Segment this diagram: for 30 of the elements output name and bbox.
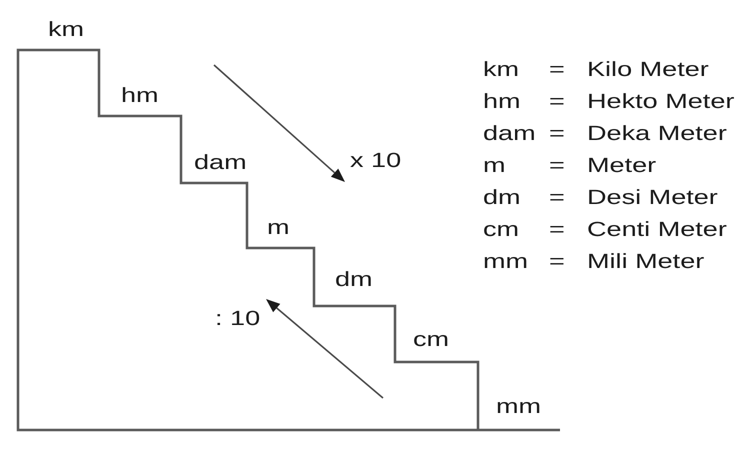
equals-sign: = [549,90,565,114]
unit-name: Centi Meter [587,218,727,242]
unit-name: Kilo Meter [587,58,709,82]
unit-abbreviation: m [483,154,506,178]
unit-abbreviation: dam [483,122,536,146]
unit-label: cm [413,328,450,352]
unit-name: Hekto Meter [587,90,734,114]
equals-sign: = [549,218,565,242]
unit-label: km [48,18,84,42]
unit-abbreviation: cm [483,218,520,242]
unit-label: m [267,216,290,240]
equals-sign: = [549,122,565,146]
unit-label: dam [194,151,247,175]
unit-abbreviation: km [483,58,520,82]
equals-sign: = [549,186,565,210]
unit-label: dm [335,268,373,292]
unit-name: Deka Meter [587,122,727,146]
unit-name: Mili Meter [587,250,704,274]
unit-abbreviation: hm [483,90,521,114]
unit-name: Meter [587,154,656,178]
conversion-factor-label: : 10 [215,307,260,331]
conversion-factor-label: x 10 [350,149,402,173]
unit-abbreviation: dm [483,186,521,210]
equals-sign: = [549,58,565,82]
unit-label: hm [121,84,159,108]
equals-sign: = [549,154,565,178]
unit-label: mm [496,395,542,419]
unit-name: Desi Meter [587,186,718,210]
unit-abbreviation: mm [483,250,528,274]
equals-sign: = [549,250,565,274]
